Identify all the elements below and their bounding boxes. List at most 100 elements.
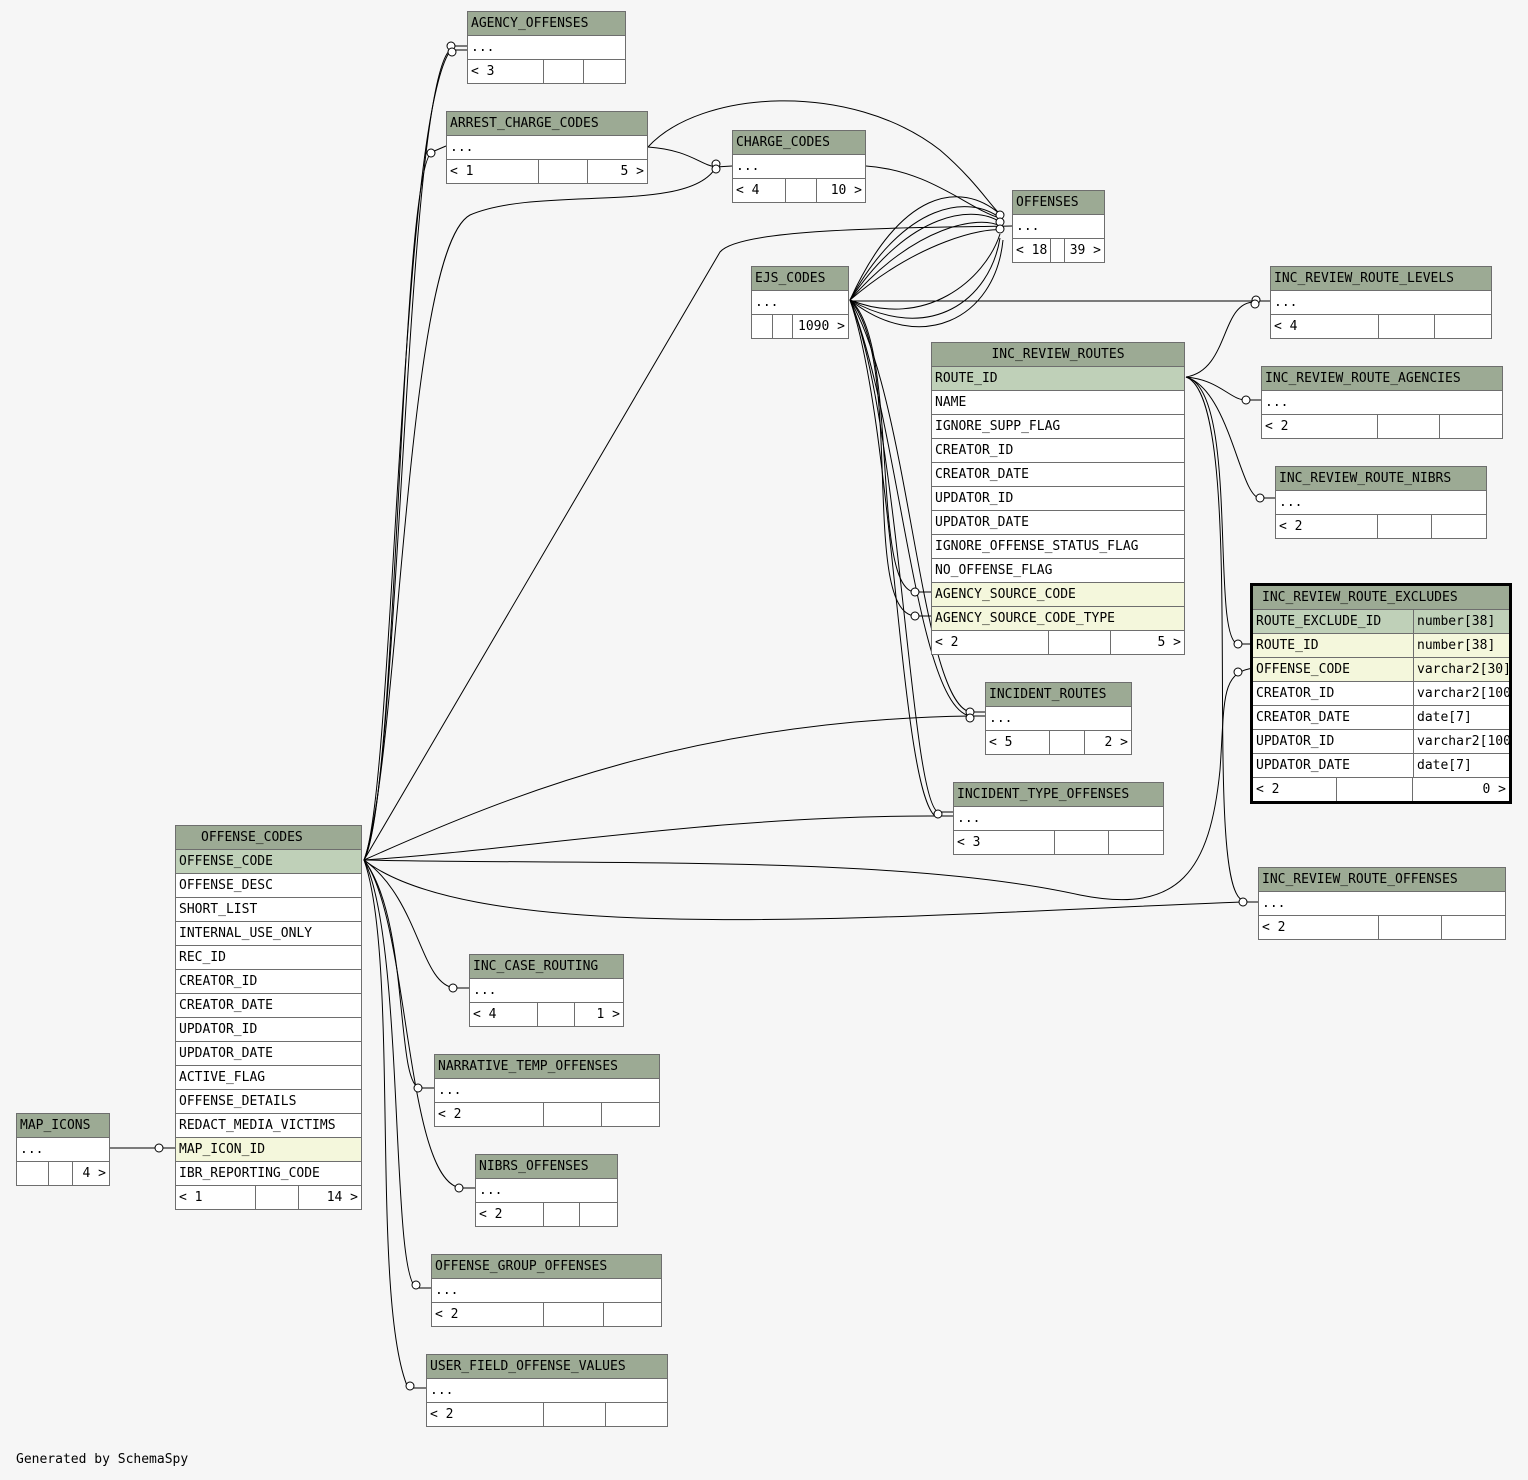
column-row[interactable]: OFFENSE_DETAILS — [176, 1090, 361, 1114]
parents-count[interactable]: < 4 — [1271, 315, 1379, 338]
column-row-foreign-key[interactable]: AGENCY_SOURCE_CODE_TYPE — [932, 607, 1184, 631]
column-type: date[7] — [1413, 754, 1472, 777]
table-inc-review-route-offenses[interactable]: INC_REVIEW_ROUTE_OFFENSES ... < 2 — [1258, 867, 1506, 940]
optional-marker-icon — [447, 47, 457, 57]
children-count[interactable]: 5 > — [620, 164, 644, 179]
column-row: ... — [476, 1179, 617, 1203]
children-count[interactable] — [1432, 515, 1486, 538]
parents-count[interactable]: < 4 — [733, 179, 786, 202]
table-ejs-codes[interactable]: EJS_CODES ... 1090 > — [751, 266, 849, 339]
column-row[interactable]: CREATOR_ID varchar2[100] — [1253, 682, 1509, 706]
column-row[interactable]: SHORT_LIST — [176, 898, 361, 922]
table-incident-type-offenses[interactable]: INCIDENT_TYPE_OFFENSES ... < 3 — [953, 782, 1164, 855]
parents-count[interactable]: < 1 — [447, 160, 539, 183]
column-row[interactable]: NO_OFFENSE_FLAG — [932, 559, 1184, 583]
column-row[interactable]: CREATOR_ID — [932, 439, 1184, 463]
column-row[interactable]: REDACT_MEDIA_VICTIMS — [176, 1114, 361, 1138]
column-row[interactable]: UPDATOR_ID — [176, 1018, 361, 1042]
column-row-foreign-key[interactable]: OFFENSE_CODE varchar2[30] — [1253, 658, 1509, 682]
table-inc-review-route-excludes[interactable]: INC_REVIEW_ROUTE_EXCLUDES ROUTE_EXCLUDE_… — [1250, 583, 1512, 804]
parents-count[interactable]: < 2 — [1253, 778, 1337, 801]
children-count[interactable]: 14 > — [326, 1190, 358, 1205]
column-row[interactable]: REC_ID — [176, 946, 361, 970]
table-inc-case-routing[interactable]: INC_CASE_ROUTING ... < 4 1 > — [469, 954, 624, 1027]
table-nibrs-offenses[interactable]: NIBRS_OFFENSES ... < 2 — [475, 1154, 618, 1227]
table-charge-codes[interactable]: CHARGE_CODES ... < 4 10 > — [732, 130, 866, 203]
children-count[interactable]: 4 > — [82, 1166, 106, 1181]
parents-count[interactable]: < 5 — [986, 731, 1050, 754]
parents-count[interactable] — [17, 1162, 49, 1185]
parents-count[interactable]: < 2 — [1262, 415, 1378, 438]
table-footer: < 1 5 > — [447, 160, 647, 183]
column-row-foreign-key[interactable]: ROUTE_ID number[38] — [1253, 634, 1509, 658]
column-row-primary-key[interactable]: ROUTE_EXCLUDE_ID number[38] — [1253, 610, 1509, 634]
column-row[interactable]: UPDATOR_DATE date[7] — [1253, 754, 1509, 778]
table-offense-group-offenses[interactable]: OFFENSE_GROUP_OFFENSES ... < 2 — [431, 1254, 662, 1327]
table-user-field-offense-values[interactable]: USER_FIELD_OFFENSE_VALUES ... < 2 — [426, 1354, 668, 1427]
column-row[interactable]: UPDATOR_DATE — [176, 1042, 361, 1066]
children-count[interactable]: 2 > — [1104, 735, 1128, 750]
children-count[interactable] — [1440, 415, 1502, 438]
column-row[interactable]: UPDATOR_ID — [932, 487, 1184, 511]
column-row[interactable]: CREATOR_ID — [176, 970, 361, 994]
children-count[interactable] — [1442, 916, 1505, 939]
children-count[interactable] — [604, 1303, 661, 1326]
table-inc-review-routes[interactable]: INC_REVIEW_ROUTES ROUTE_ID NAME IGNORE_S… — [931, 342, 1185, 655]
table-footer: < 2 0 > — [1253, 778, 1509, 801]
column-row-primary-key[interactable]: OFFENSE_CODE — [176, 850, 361, 874]
column-row[interactable]: ACTIVE_FLAG — [176, 1066, 361, 1090]
children-count[interactable]: 0 > — [1482, 782, 1506, 797]
column-row: ... — [447, 136, 647, 160]
children-count[interactable] — [580, 1203, 617, 1226]
column-row[interactable]: UPDATOR_ID varchar2[100] — [1253, 730, 1509, 754]
column-row[interactable]: CREATOR_DATE — [932, 463, 1184, 487]
parents-count[interactable]: < 4 — [470, 1003, 538, 1026]
parents-count[interactable]: < 3 — [954, 831, 1055, 854]
parents-count[interactable] — [752, 315, 773, 338]
table-map-icons[interactable]: MAP_ICONS ... 4 > — [16, 1113, 110, 1186]
column-row[interactable]: CREATOR_DATE — [176, 994, 361, 1018]
parents-count[interactable]: < 2 — [435, 1103, 544, 1126]
column-row[interactable]: IGNORE_OFFENSE_STATUS_FLAG — [932, 535, 1184, 559]
table-inc-review-route-agencies[interactable]: INC_REVIEW_ROUTE_AGENCIES ... < 2 — [1261, 366, 1503, 439]
table-inc-review-route-levels[interactable]: INC_REVIEW_ROUTE_LEVELS ... < 4 — [1270, 266, 1492, 339]
link-offense-codes-agency-offenses — [363, 45, 467, 861]
table-footer: < 4 — [1271, 315, 1491, 338]
parents-count[interactable]: < 2 — [932, 631, 1049, 654]
parents-count[interactable]: < 1 — [176, 1186, 256, 1209]
column-row-foreign-key[interactable]: AGENCY_SOURCE_CODE — [932, 583, 1184, 607]
children-count[interactable]: 5 > — [1157, 635, 1181, 650]
children-count[interactable]: 1 > — [596, 1007, 620, 1022]
column-row[interactable]: INTERNAL_USE_ONLY — [176, 922, 361, 946]
children-count[interactable] — [584, 60, 625, 83]
parents-count[interactable]: < 2 — [476, 1203, 544, 1226]
children-count[interactable] — [602, 1103, 659, 1126]
parents-count[interactable]: < 18 — [1013, 239, 1051, 262]
column-row[interactable]: CREATOR_DATE date[7] — [1253, 706, 1509, 730]
parents-count[interactable]: < 3 — [468, 60, 544, 83]
column-row[interactable]: NAME — [932, 391, 1184, 415]
table-incident-routes[interactable]: INCIDENT_ROUTES ... < 5 2 > — [985, 682, 1132, 755]
parents-count[interactable]: < 2 — [427, 1403, 544, 1426]
table-agency-offenses[interactable]: AGENCY_OFFENSES ... < 3 — [467, 11, 626, 84]
children-count[interactable] — [606, 1403, 667, 1426]
children-count[interactable]: 1090 > — [798, 319, 845, 334]
column-row[interactable]: IBR_REPORTING_CODE — [176, 1162, 361, 1186]
table-inc-review-route-nibrs[interactable]: INC_REVIEW_ROUTE_NIBRS ... < 2 — [1275, 466, 1487, 539]
children-count[interactable] — [1109, 831, 1163, 854]
table-offense-codes[interactable]: OFFENSE_CODES OFFENSE_CODE OFFENSE_DESC … — [175, 825, 362, 1210]
children-count[interactable]: 10 > — [830, 183, 862, 198]
column-row-primary-key[interactable]: ROUTE_ID — [932, 367, 1184, 391]
table-offenses[interactable]: OFFENSES ... < 18 39 > — [1012, 190, 1105, 263]
column-row[interactable]: UPDATOR_DATE — [932, 511, 1184, 535]
column-row-foreign-key[interactable]: MAP_ICON_ID — [176, 1138, 361, 1162]
column-row[interactable]: OFFENSE_DESC — [176, 874, 361, 898]
parents-count[interactable]: < 2 — [1259, 916, 1379, 939]
column-row[interactable]: IGNORE_SUPP_FLAG — [932, 415, 1184, 439]
parents-count[interactable]: < 2 — [432, 1303, 544, 1326]
table-arrest-charge-codes[interactable]: ARREST_CHARGE_CODES ... < 1 5 > — [446, 111, 648, 184]
children-count[interactable]: 39 > — [1069, 243, 1101, 258]
parents-count[interactable]: < 2 — [1276, 515, 1378, 538]
children-count[interactable] — [1435, 315, 1491, 338]
table-narrative-temp-offenses[interactable]: NARRATIVE_TEMP_OFFENSES ... < 2 — [434, 1054, 660, 1127]
